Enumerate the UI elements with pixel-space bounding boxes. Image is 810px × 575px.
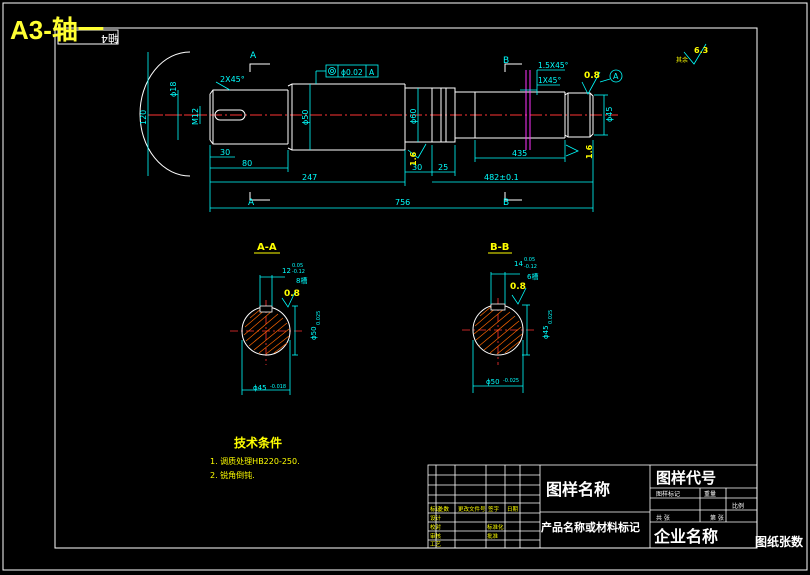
- dim-dia18: ϕ18: [169, 82, 178, 97]
- title-block: [427, 464, 758, 549]
- datum-a: A: [613, 72, 619, 81]
- title-cell-sign: 签字: [488, 505, 500, 513]
- section-bb-dim-top: 14: [514, 260, 523, 268]
- rough-16-right: 1.6: [585, 144, 594, 159]
- dim-m12: M12: [191, 108, 200, 125]
- end-arc: [139, 51, 191, 177]
- section-aa-dim-bottom: ϕ45: [253, 384, 267, 392]
- title-drawing-code: 图样代号: [656, 469, 716, 487]
- section-aa-dim-top-lo: -0.12: [292, 269, 305, 275]
- title-cell-check: 校对: [430, 523, 442, 531]
- title-cell-weight: 重量: [704, 490, 716, 498]
- rough-16-collar: 1.6: [409, 151, 418, 166]
- rough-08-main: 0.8: [584, 71, 600, 81]
- section-mark-a-bottom: A: [248, 198, 255, 208]
- tech-title: 技术条件: [234, 435, 282, 450]
- title-cell-marking: 图样标记: [656, 490, 680, 498]
- title-small-right: 图样标记 重量 比例 共 张 第 张: [656, 490, 744, 522]
- roughness-symbols: [407, 43, 707, 159]
- dim-482: 482±0.1: [484, 173, 519, 182]
- title-cell-process: 工艺: [430, 541, 442, 548]
- rough-top-note: 其余: [676, 56, 688, 64]
- keyway-right: [525, 70, 531, 150]
- section-mark-a-top: A: [250, 51, 257, 61]
- title-cell-total-sheets: 共 张: [656, 514, 670, 522]
- section-bb-hatch: [473, 305, 523, 355]
- inner-frame: [54, 27, 758, 549]
- tolerance-value: ϕ0.02: [341, 68, 363, 77]
- title-cell-design: 设计: [430, 514, 442, 522]
- main-view: A A B B ϕ0.02 A 2X45° ϕ18 M12 120 30 80 …: [139, 43, 708, 212]
- dim-247: 247: [302, 173, 317, 182]
- dim-chamfer-15: 1.5X45°: [538, 61, 569, 70]
- section-aa-rough: 0.8: [284, 289, 300, 299]
- section-aa-dim-top: 12: [282, 267, 291, 275]
- section-bb-dim-bottom: ϕ50: [486, 378, 500, 386]
- drawing-no-box: [57, 29, 119, 45]
- dim-dia50: ϕ50: [301, 110, 310, 125]
- shaft-outline: [209, 83, 594, 151]
- title-cell-approve: 批准: [487, 532, 499, 540]
- dimension-lines: [147, 52, 608, 212]
- rough-63-top: 6.3: [694, 46, 708, 55]
- tolerance-frame: [315, 64, 379, 84]
- section-aa-dim-bottom-tol: -0.018: [270, 384, 286, 390]
- dim-25: 25: [438, 163, 448, 172]
- section-bb-dim-top-lo: -0.12: [524, 264, 537, 270]
- title-product-name: 产品名称或材料标记: [541, 520, 640, 534]
- drawing-no-label: 轴4: [101, 32, 119, 46]
- tech-requirements: 技术条件 1. 调质处理HB220-250. 2. 锐角倒钝.: [210, 435, 300, 480]
- title-company-name: 企业名称: [653, 527, 718, 546]
- section-mark-b-top: B: [503, 56, 509, 66]
- section-bb-depth-note: 6槽: [527, 272, 538, 281]
- title-cell-standard: 标准化: [487, 523, 504, 531]
- section-bb-dim-top-hi: 0.05: [524, 257, 535, 263]
- section-bb-dia-right-tol: 0.025: [548, 310, 554, 324]
- title-cell-sheet-no: 第 张: [710, 514, 724, 522]
- tolerance-datum: A: [369, 68, 375, 77]
- section-bb-title: B-B: [490, 242, 509, 253]
- dim-chamfer-left: 2X45°: [220, 75, 245, 84]
- tech-item-1: 1. 调质处理HB220-250.: [210, 456, 300, 466]
- dim-435: 435: [512, 149, 527, 158]
- tech-item-2: 2. 锐角倒钝.: [210, 470, 255, 480]
- title-cell-change-doc: 更改文件号: [458, 505, 486, 513]
- dim-chamfer-1: 1X45°: [538, 76, 561, 85]
- section-bb: B-B 14 0.05: [462, 242, 554, 393]
- dim-30: 30: [220, 148, 230, 157]
- section-aa: A-A 12 0.05: [230, 242, 322, 395]
- dim-80: 80: [242, 159, 252, 168]
- title-cell-mark: 标记: [430, 505, 442, 513]
- section-bb-dia-right: ϕ45: [542, 325, 550, 339]
- dim-dia45: ϕ45: [605, 107, 614, 122]
- title-drawing-name: 图样名称: [546, 480, 610, 499]
- dim-dia60: ϕ60: [409, 109, 418, 124]
- section-aa-dim-top-hi: 0.05: [292, 263, 303, 269]
- title-cell-count: 处数: [438, 505, 450, 513]
- title-cell-scale: 比例: [732, 502, 744, 510]
- section-aa-dia-right: ϕ50: [310, 326, 318, 340]
- section-aa-dia-right-tol: 0.025: [316, 311, 322, 325]
- section-bb-dim-bottom-tol: -0.025: [503, 378, 519, 384]
- dim-120: 120: [139, 110, 148, 125]
- title-cell-date: 日期: [507, 506, 519, 513]
- file-title: A3-轴一: [10, 15, 104, 45]
- page-count-label: 图纸张数: [755, 535, 804, 549]
- section-markers: [249, 63, 522, 201]
- dim-756: 756: [395, 198, 410, 207]
- title-small-left: 标记 处数 更改文件号 签字 日期 设计 校对 审核 工艺 标准化 批准: [430, 505, 519, 548]
- section-aa-title: A-A: [257, 242, 277, 253]
- section-bb-rough: 0.8: [510, 282, 526, 292]
- section-aa-depth-note: 8槽: [296, 276, 307, 285]
- section-mark-b-bottom: B: [503, 198, 509, 208]
- title-cell-review: 审核: [430, 532, 442, 540]
- section-aa-hatch: [243, 307, 290, 355]
- dim-30b: 30: [412, 163, 422, 172]
